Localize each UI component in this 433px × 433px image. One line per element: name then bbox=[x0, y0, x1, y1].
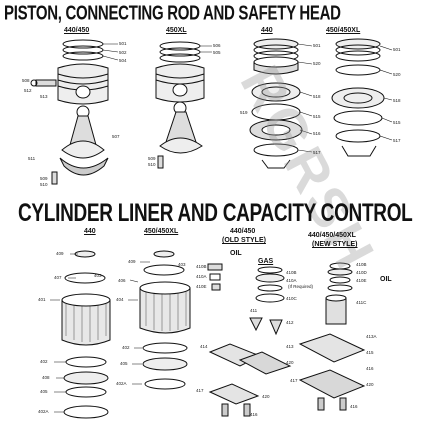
part-label: 512 bbox=[24, 88, 32, 93]
part-label: 510 bbox=[148, 162, 156, 167]
model-label-450-450xl-cyl: 450/450XL bbox=[144, 228, 179, 235]
part-label: 518 bbox=[393, 98, 401, 103]
cylinder-liner-450-450xl bbox=[139, 250, 191, 390]
part-label: 410A bbox=[196, 274, 207, 279]
part-label: 515 bbox=[393, 120, 401, 125]
part-label: 510 bbox=[40, 182, 48, 187]
part-label: 509 bbox=[148, 156, 156, 161]
part-label: 401 bbox=[38, 297, 46, 302]
part-label: 414 bbox=[200, 344, 208, 349]
part-label: 517 bbox=[313, 150, 321, 155]
oil-label-right: OIL bbox=[380, 276, 392, 283]
part-label: 417 bbox=[196, 388, 204, 393]
part-label: 410B bbox=[286, 270, 297, 275]
part-label: 407 bbox=[54, 275, 62, 280]
model-label-440-cyl: 440 bbox=[84, 228, 96, 235]
part-label: 520 bbox=[393, 72, 401, 77]
part-label: 402A bbox=[116, 381, 127, 386]
part-label: 517 bbox=[393, 138, 401, 143]
part-label: 404 bbox=[116, 297, 124, 302]
cylinder-liner-440 bbox=[61, 250, 111, 419]
part-label: 413A bbox=[366, 334, 377, 339]
model-label-450-450xl-top: 450/450XL bbox=[326, 27, 361, 34]
old-style-label: (OLD STYLE) bbox=[222, 237, 266, 244]
part-label: 410C bbox=[286, 296, 297, 301]
part-label: 417 bbox=[290, 378, 298, 383]
piston-450xl bbox=[155, 63, 205, 103]
model-label-440-450-top: 440/450 bbox=[64, 27, 90, 34]
part-label: 513 bbox=[40, 94, 48, 99]
part-label: 509 bbox=[40, 176, 48, 181]
part-label: 504 bbox=[119, 58, 127, 63]
part-label: 507 bbox=[112, 134, 120, 139]
piston-rings-450xl bbox=[159, 41, 201, 63]
part-label: 402 bbox=[40, 359, 48, 364]
part-label: 410B bbox=[356, 262, 367, 267]
capacity-control-new-style bbox=[298, 262, 366, 411]
part-label: 505 bbox=[213, 50, 221, 55]
part-label: 516 bbox=[313, 131, 321, 136]
safety-head-440 bbox=[249, 38, 303, 169]
part-label: 410D bbox=[356, 270, 367, 275]
part-label: 405 bbox=[120, 361, 128, 366]
gas-if-required-note: (If Required) bbox=[288, 284, 314, 289]
part-label: 506 bbox=[213, 43, 221, 48]
part-label: 410B bbox=[196, 264, 207, 269]
section-title-cylinder: CYLINDER LINER AND CAPACITY CONTROL bbox=[18, 200, 413, 228]
part-label: 406 bbox=[118, 278, 126, 283]
part-label: 416 bbox=[366, 366, 374, 371]
part-label: 420 bbox=[286, 360, 294, 365]
part-label: 412 bbox=[286, 320, 294, 325]
part-label: 402A bbox=[38, 409, 49, 414]
capacity-control-old-style bbox=[207, 263, 292, 417]
part-label: 515 bbox=[313, 114, 321, 119]
part-label: 420 bbox=[262, 394, 270, 399]
section-title-piston: PISTON, CONNECTING ROD AND SAFETY HEAD bbox=[4, 2, 341, 25]
part-label: 405 bbox=[40, 389, 48, 394]
safety-head-450-450xl bbox=[331, 38, 385, 157]
gas-label: GAS bbox=[258, 258, 274, 265]
part-label: 408 bbox=[42, 375, 50, 380]
part-label: 403 bbox=[178, 262, 186, 267]
part-label: 416 bbox=[250, 412, 258, 417]
oil-label-left: OIL bbox=[230, 250, 242, 257]
part-label: 409 bbox=[128, 259, 136, 264]
part-label: 519 bbox=[240, 110, 248, 115]
part-label: 410E bbox=[356, 278, 367, 283]
part-label: 403 bbox=[94, 273, 102, 278]
model-label-450xl-top: 450XL bbox=[166, 27, 187, 34]
part-label: 518 bbox=[313, 94, 321, 99]
piston-440-450 bbox=[57, 63, 109, 105]
part-label: 511 bbox=[28, 156, 36, 161]
connecting-rod-450xl bbox=[157, 101, 203, 169]
model-label-440-450-cc: 440/450 bbox=[230, 228, 256, 235]
part-label: 520 bbox=[313, 61, 321, 66]
part-label: 501 bbox=[313, 43, 321, 48]
part-label: 501 bbox=[119, 41, 127, 46]
part-label: 415 bbox=[366, 350, 374, 355]
part-label: 411 bbox=[250, 308, 258, 313]
part-label: 409 bbox=[56, 251, 64, 256]
model-label-new-models: 440/450/450XL bbox=[308, 232, 356, 239]
part-label: 416 bbox=[350, 404, 358, 409]
new-style-label: (NEW STYLE) bbox=[312, 241, 358, 248]
part-label: 413 bbox=[286, 344, 294, 349]
model-label-440-top: 440 bbox=[261, 27, 273, 34]
part-label: 402 bbox=[122, 345, 130, 350]
part-label: 508 bbox=[22, 78, 30, 83]
part-label: 420 bbox=[366, 382, 374, 387]
part-label: 410E bbox=[196, 284, 207, 289]
part-label: 502 bbox=[119, 50, 127, 55]
part-label: 410A bbox=[286, 278, 297, 283]
piston-rings-440-450 bbox=[62, 39, 104, 61]
connecting-rod-440-450 bbox=[51, 105, 109, 185]
part-label: 501 bbox=[393, 47, 401, 52]
wrist-pin-440-450 bbox=[30, 79, 57, 87]
part-label: 411C bbox=[356, 300, 367, 305]
